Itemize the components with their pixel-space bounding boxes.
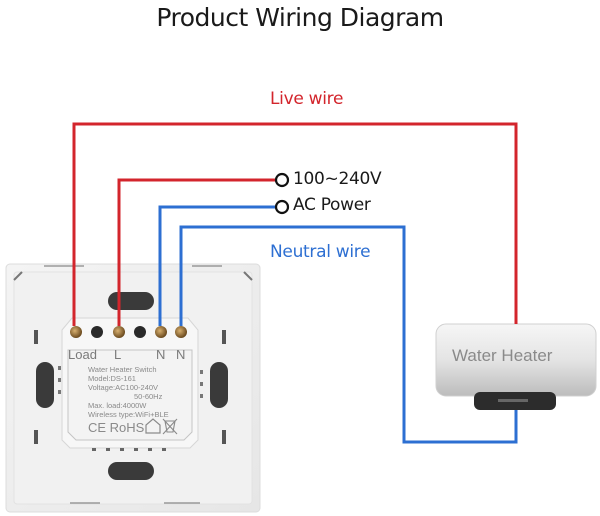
- terminal-l: [113, 326, 125, 338]
- neutral-wire: [158, 205, 518, 444]
- supply-voltage-label: 100~240V: [293, 169, 382, 189]
- live-wire: [72, 122, 518, 326]
- neutral-wire-label: Neutral wire: [270, 242, 371, 262]
- terminal-n2: [175, 326, 187, 338]
- mounting-slot: [36, 362, 54, 408]
- spec-line: Water Heater Switch: [88, 365, 157, 374]
- terminal-label-l: L: [114, 347, 122, 362]
- water-heater-label: Water Heater: [452, 346, 553, 365]
- terminal-hole: [134, 326, 146, 338]
- terminal-hole: [91, 326, 103, 338]
- live-wire-label: Live wire: [270, 89, 344, 109]
- spec-line: Model:DS-161: [88, 374, 136, 383]
- terminal-load: [70, 326, 82, 338]
- terminal-label-n2: N: [176, 347, 186, 362]
- supply-type-label: AC Power: [293, 195, 371, 215]
- switch-module: [58, 317, 203, 451]
- spec-line: Max. load:4000W: [88, 401, 147, 410]
- neutral-wire-supply: [158, 205, 276, 326]
- neutral-wire-to-heater: [179, 225, 518, 444]
- indoor-use-icon: [145, 418, 161, 434]
- live-wire-load-to-heater: [72, 122, 518, 326]
- supply-terminal-live: [274, 172, 290, 188]
- mounting-slot: [108, 462, 154, 480]
- diagram-title: Product Wiring Diagram: [156, 3, 444, 32]
- terminal-label-load: Load: [68, 347, 97, 362]
- spec-line: Voltage:AC100-240V: [88, 383, 159, 392]
- spec-line: 50-60Hz: [134, 392, 163, 401]
- terminal-label-n1: N: [156, 347, 166, 362]
- certification-marks: CE RoHS: [88, 420, 145, 435]
- terminal-n1: [155, 326, 167, 338]
- spec-line: Wireless type:WiFi+BLE: [88, 410, 169, 419]
- mounting-slot: [210, 362, 228, 408]
- live-wire-supply: [117, 178, 276, 326]
- mounting-slot: [108, 292, 154, 310]
- weee-bin-icon: [162, 418, 178, 435]
- water-heater: [435, 323, 597, 410]
- supply-terminal-neutral: [274, 199, 290, 215]
